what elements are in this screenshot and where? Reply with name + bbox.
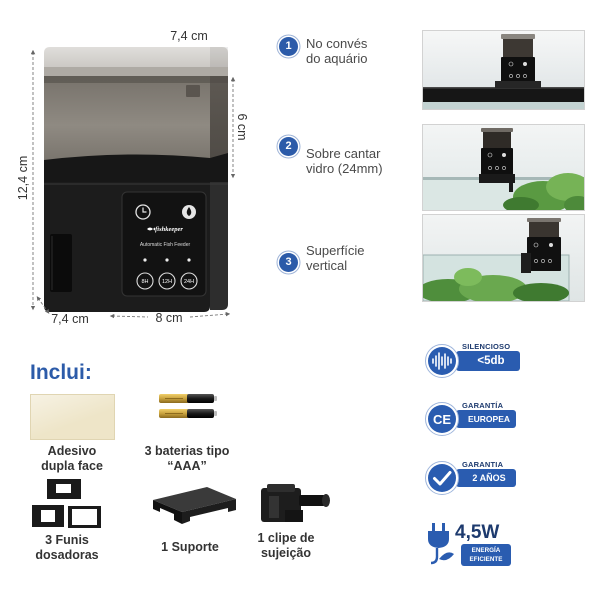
mounting-option-1-line-2: do aquário xyxy=(306,51,368,66)
clip-label-line-1: 1 clipe de xyxy=(257,531,315,545)
photo-rim-mount xyxy=(422,124,585,211)
button-12h-label: 12H xyxy=(162,279,172,285)
button-8h-label: 8H xyxy=(141,279,148,285)
model-name: Automatic Fish Feeder xyxy=(140,242,191,248)
silent-badge-value: <5db xyxy=(456,351,520,371)
support-bracket xyxy=(153,487,236,524)
top-depth-label: 7,4 cm xyxy=(170,29,208,43)
mounting-number-3: 3 xyxy=(279,253,298,272)
mounting-option-3-line-2: vertical xyxy=(306,258,348,273)
batteries-label-line-1: 3 baterias tipo xyxy=(144,444,230,458)
mounting-option-2: Sobre cantar vidro (24mm) xyxy=(306,146,383,176)
feeder-lid xyxy=(44,47,228,76)
tape-label-line-2: dupla face xyxy=(41,459,103,473)
silent-badge-label: SILENCIOSO xyxy=(462,342,511,351)
energy-efficient-badge: ENERGÍA EFICIENTE xyxy=(461,544,511,566)
width-line-right xyxy=(189,311,231,318)
ce-mark: CE xyxy=(433,412,451,427)
mini-feeder xyxy=(479,128,515,192)
mounting-clip xyxy=(261,484,330,522)
bottom-depth-label: 7,4 cm xyxy=(51,312,89,326)
eco-plug-icon xyxy=(428,523,454,565)
european-badge-value: EUROPEA xyxy=(456,410,516,428)
includes-item-support: 1 Suporte xyxy=(130,540,250,555)
feed-now-icon xyxy=(182,205,196,219)
funnel-small xyxy=(47,479,81,499)
aquarium-lid xyxy=(423,87,584,102)
funnels-label-line-2: dosadoras xyxy=(35,548,99,562)
brand-name: fishkeeper xyxy=(155,226,183,233)
feeder-control-panel: fishkeeper Automatic Fish Feeder 8H 12H … xyxy=(121,191,207,297)
led-8h xyxy=(143,258,147,262)
mounting-option-1: No convés do aquário xyxy=(306,36,367,66)
battery-2 xyxy=(159,409,217,418)
aaa-batteries xyxy=(159,394,217,418)
led-12h xyxy=(165,258,169,262)
checkmark-icon xyxy=(425,461,459,495)
includes-item-tape: Adesivo dupla face xyxy=(12,444,132,474)
clip-label-line-2: sujeição xyxy=(260,546,312,560)
clock-icon xyxy=(135,204,151,220)
includes-item-clip: 1 clipe de sujeição xyxy=(226,531,346,561)
warranty-badge-value: 2 AÑOS xyxy=(456,469,516,487)
funnels-label-line-1: 3 Funis xyxy=(45,533,89,547)
button-12h: 12H xyxy=(158,272,176,290)
batteries-label-line-2: “AAA” xyxy=(167,459,207,473)
total-height-label: 12,4 cm xyxy=(16,156,30,200)
button-8h: 8H xyxy=(136,272,154,290)
mini-feeder xyxy=(495,34,541,88)
mounting-option-3-line-1: Superfície xyxy=(306,243,365,258)
feeder-side-slot xyxy=(50,234,72,292)
double-sided-tape xyxy=(30,394,115,440)
mounting-option-1-line-1: No convés xyxy=(306,36,368,51)
mounting-number-1: 1 xyxy=(279,37,298,56)
mounting-option-2-line-1: Sobre cantar xyxy=(306,146,381,161)
support-label: 1 Suporte xyxy=(161,540,219,554)
aquarium-plants xyxy=(503,173,584,210)
fish-logo-icon xyxy=(147,227,155,231)
battery-1 xyxy=(159,394,217,403)
mini-feeder xyxy=(521,218,561,273)
aquarium-plants xyxy=(423,268,569,301)
hopper-height-label: 6 cm xyxy=(235,113,249,140)
dimension-lines xyxy=(30,49,236,319)
funnel-medium xyxy=(32,505,64,527)
mounting-option-2-line-2: vidro (24mm) xyxy=(306,161,383,176)
mounting-option-3: Superfície vertical xyxy=(306,243,365,273)
bottom-width-label: 8 cm xyxy=(155,311,182,325)
includes-item-funnels: 3 Funis dosadoras xyxy=(7,533,127,563)
photo-deck-mount xyxy=(422,30,585,110)
feeder-hopper xyxy=(44,76,228,192)
button-24h-label: 24H xyxy=(184,279,194,285)
warranty-badge-label: GARANTIA xyxy=(462,460,504,469)
width-line-left xyxy=(109,313,149,319)
photo-vertical-mount xyxy=(422,214,585,302)
aquarium-glass xyxy=(423,102,584,109)
hopper-window xyxy=(186,85,200,97)
energy-line-1: ENERGÍA xyxy=(471,547,501,554)
energy-line-2: EFICIENTE xyxy=(469,556,503,563)
sound-wave-icon xyxy=(425,344,459,378)
button-24h: 24H xyxy=(180,272,198,290)
funnel-large xyxy=(68,506,101,528)
depth-line xyxy=(36,296,50,314)
power-value: 4,5W xyxy=(455,522,500,543)
led-24h xyxy=(187,258,191,262)
dosing-funnels xyxy=(32,479,101,528)
feeder-illustration: fishkeeper Automatic Fish Feeder 8H 12H … xyxy=(16,29,249,326)
european-badge-label: GARANTÍA xyxy=(462,401,504,410)
ce-mark-icon: CE xyxy=(425,402,459,436)
tape-label-line-1: Adesivo xyxy=(47,444,97,458)
includes-item-batteries: 3 baterias tipo “AAA” xyxy=(127,444,247,474)
mounting-number-2: 2 xyxy=(279,137,298,156)
includes-title: Inclui: xyxy=(30,361,92,384)
